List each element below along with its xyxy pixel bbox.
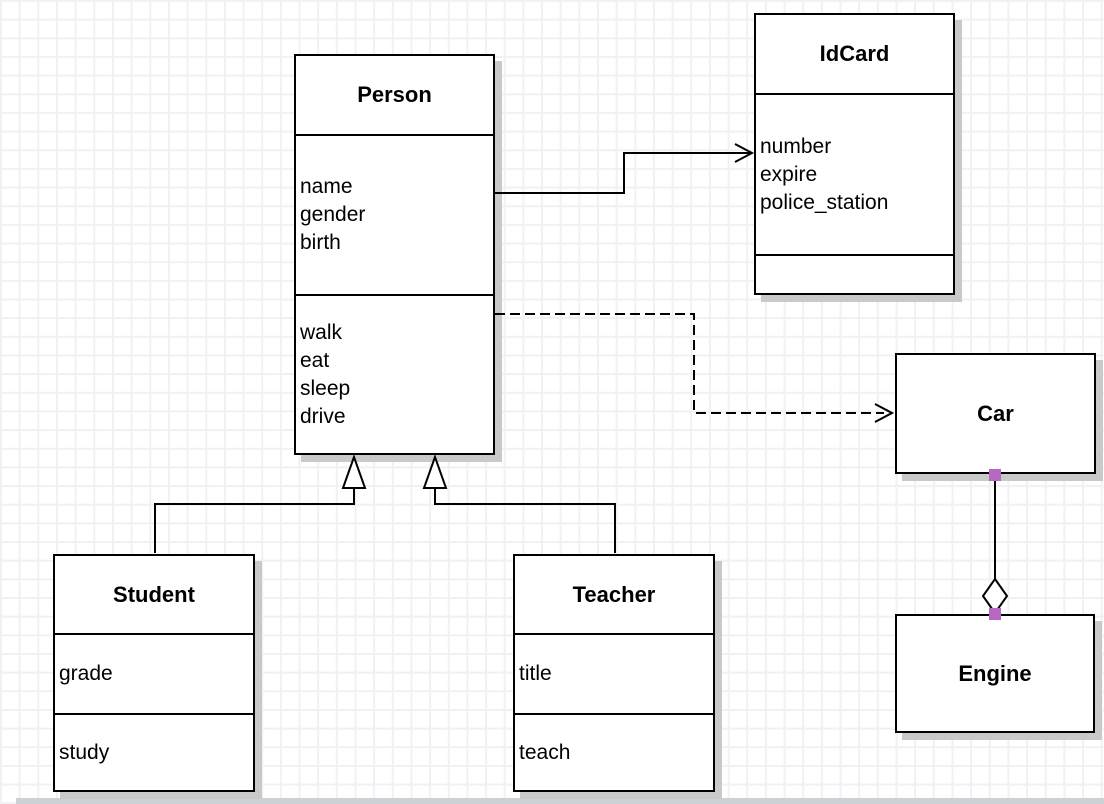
method-label: sleep (300, 376, 351, 400)
edge-line[interactable] (495, 313, 884, 414)
class-person[interactable]: Person name gender birth walk eat sleep … (294, 54, 495, 455)
method-label: drive (300, 404, 346, 428)
class-teacher[interactable]: Teacher title teach (513, 554, 715, 792)
class-idcard[interactable]: IdCard number expire police_station (754, 13, 955, 295)
open-arrowhead-icon (874, 403, 895, 423)
page-edge-shadow (16, 798, 1104, 804)
hollow-diamond-icon (981, 577, 1009, 615)
attribute-label: police_station (760, 190, 889, 214)
attribute-label: birth (300, 231, 341, 254)
attribute-label: name (300, 175, 353, 198)
attribute-label: gender (300, 203, 366, 226)
edge-dependency-person-car[interactable] (495, 313, 895, 423)
method-label: teach (519, 740, 571, 764)
attribute-label: number (760, 134, 832, 158)
class-teacher-title: Teacher (515, 556, 713, 635)
class-engine-title: Engine (958, 660, 1032, 686)
class-student-title: Student (55, 556, 253, 635)
class-student[interactable]: Student grade study (53, 554, 255, 792)
edge-line[interactable] (154, 489, 355, 553)
class-car[interactable]: Car (895, 353, 1096, 474)
edge-line[interactable] (434, 489, 616, 553)
attribute-label: grade (59, 662, 113, 685)
method-label: eat (300, 348, 330, 372)
class-idcard-title: IdCard (756, 15, 953, 95)
class-car-title: Car (977, 400, 1014, 426)
class-idcard-methods (756, 256, 953, 293)
hollow-triangle-icon (422, 454, 448, 489)
class-student-methods: study (55, 715, 253, 790)
open-arrowhead-icon (734, 143, 755, 163)
class-teacher-attributes: title (515, 635, 713, 715)
class-student-attributes: grade (55, 635, 253, 715)
class-idcard-attributes: number expire police_station (756, 95, 953, 256)
edge-generalization-student-person[interactable] (154, 454, 367, 553)
edge-aggregation-car-engine[interactable] (981, 469, 1009, 620)
class-person-methods: walk eat sleep drive (296, 296, 493, 453)
attribute-label: expire (760, 162, 818, 186)
edge-generalization-teacher-person[interactable] (422, 454, 616, 553)
edge-line[interactable] (495, 152, 750, 194)
method-label: walk (300, 320, 343, 344)
class-engine[interactable]: Engine (895, 614, 1095, 733)
edge-association-person-idcard[interactable] (495, 143, 755, 194)
hollow-triangle-icon (341, 454, 367, 489)
class-teacher-methods: teach (515, 715, 713, 790)
method-label: study (59, 740, 110, 764)
attribute-label: title (519, 662, 552, 685)
class-person-title: Person (296, 56, 493, 136)
class-person-attributes: name gender birth (296, 136, 493, 296)
